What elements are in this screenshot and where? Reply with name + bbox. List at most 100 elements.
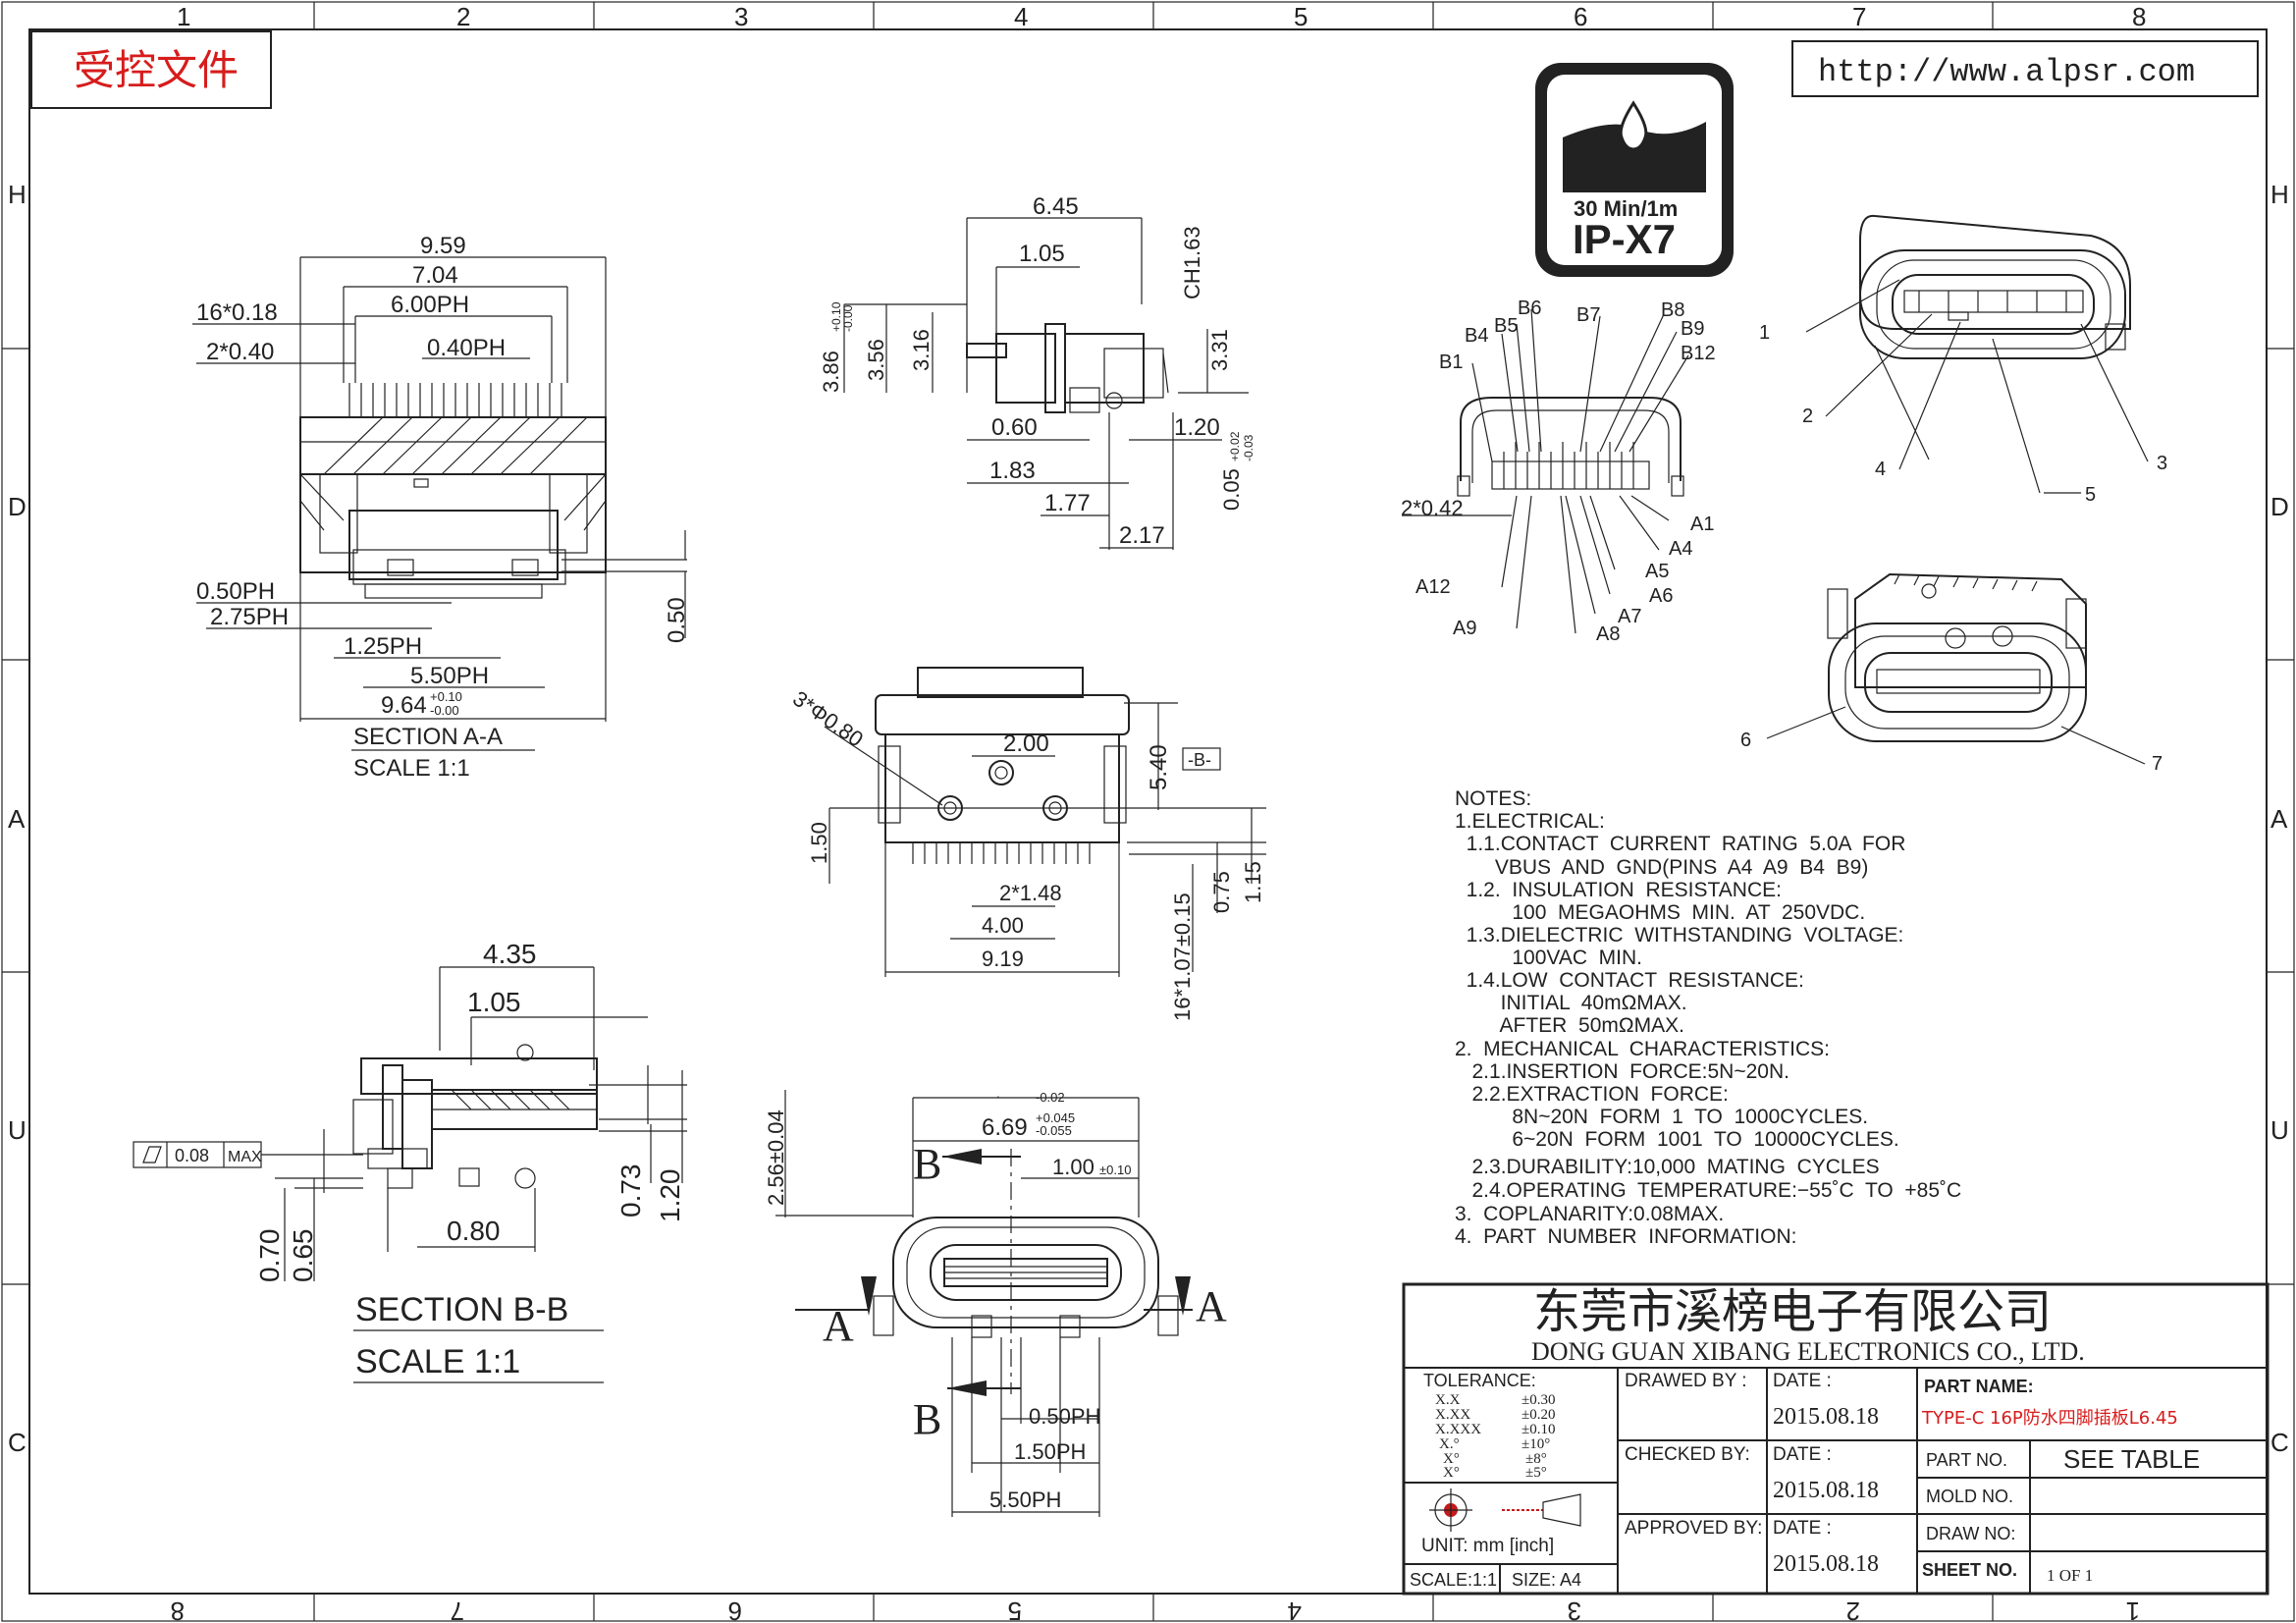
note-line: 1.4.LOW CONTACT RESISTANCE: xyxy=(1455,969,1804,992)
dim-3-56: 3.56 xyxy=(864,339,888,381)
pin-b1: B1 xyxy=(1439,352,1463,373)
flatness-value: 0.08 xyxy=(175,1146,209,1165)
tol-key: X° xyxy=(1443,1465,1460,1481)
pin-b8: B8 xyxy=(1661,299,1684,321)
tol-key: X.X xyxy=(1435,1392,1461,1408)
dim-7-04: 7.04 xyxy=(412,262,458,289)
tol-key: X.XX xyxy=(1435,1407,1470,1423)
dim-2x0-40: 2*0.40 xyxy=(206,339,274,365)
row-label: A xyxy=(8,804,26,834)
front-top-dot: . xyxy=(996,1086,1000,1101)
dim-1-05b: 1.05 xyxy=(467,987,521,1017)
dim-1-20b: 1.20 xyxy=(655,1169,685,1223)
dim-4-35: 4.35 xyxy=(483,939,537,969)
pin-a9: A9 xyxy=(1453,618,1476,639)
callout-5: 5 xyxy=(2085,484,2096,506)
approved-by-label: APPROVED BY: xyxy=(1625,1518,1762,1539)
dim-1-15: 1.15 xyxy=(1241,861,1265,903)
part-no-label: PART NO. xyxy=(1926,1450,2007,1470)
tol-val: ±8° xyxy=(1525,1451,1547,1467)
ipx7-depth: 30 Min/1m xyxy=(1574,196,1678,221)
note-line: 3. COPLANARITY:0.08MAX. xyxy=(1455,1203,1724,1225)
inner-border xyxy=(28,28,2268,1595)
row-label: C xyxy=(8,1428,27,1457)
note-line: 2.1.INSERTION FORCE:5N~20N. xyxy=(1455,1060,1789,1083)
note-line: 100VAC MIN. xyxy=(1455,947,1642,969)
col-label: 1 xyxy=(177,2,190,31)
dim-0-05-tol-up: +0.02 xyxy=(1228,431,1242,461)
zone-labels-top: 1 2 3 4 5 6 7 8 xyxy=(177,2,2146,31)
dim-1-50ph-front: 1.50PH xyxy=(1014,1439,1086,1464)
tol-val: ±0.30 xyxy=(1522,1392,1555,1408)
dim-3xphi0-80: 3*Φ0.80 xyxy=(788,686,868,752)
col-label: 4 xyxy=(1014,2,1028,31)
dim-1-00: 1.00 xyxy=(1052,1155,1095,1179)
pin-b9: B9 xyxy=(1681,318,1704,340)
pin-b6: B6 xyxy=(1518,298,1541,319)
company-name-cn: 东莞市溪榜电子有限公司 xyxy=(1533,1286,2052,1338)
note-line: AFTER 50mΩMAX. xyxy=(1455,1014,1684,1037)
iso-view-back xyxy=(1766,572,2146,765)
dim-3-86: 3.86 xyxy=(819,351,843,393)
col-label: 2 xyxy=(1846,1596,1860,1623)
dim-1-77: 1.77 xyxy=(1044,490,1091,516)
iso-view-front xyxy=(1805,214,2149,494)
drawed-by-label: DRAWED BY : xyxy=(1625,1371,1747,1391)
tol-val: ±5° xyxy=(1525,1465,1547,1481)
tol-val: ±10° xyxy=(1522,1436,1550,1452)
note-line: NOTES: xyxy=(1455,787,1531,810)
dim-1-05: 1.05 xyxy=(1019,241,1065,267)
pin-a7: A7 xyxy=(1618,606,1641,627)
side-view: 6.45 1.05 CH1.63 3.86 +0.10 -0.00 3.56 3… xyxy=(819,193,1255,550)
dim-1-00-tol: ±0.10 xyxy=(1099,1163,1131,1177)
dim-5-50ph: 5.50PH xyxy=(410,663,489,689)
dim-6-69-tol-up: +0.045 xyxy=(1036,1110,1075,1125)
tol-val: ±0.10 xyxy=(1522,1422,1555,1437)
callout-4: 4 xyxy=(1875,459,1886,480)
checked-by-label: CHECKED BY: xyxy=(1625,1444,1750,1465)
front-top-tol: -0.02 xyxy=(1036,1090,1065,1105)
pin-a4: A4 xyxy=(1669,538,1692,560)
dim-16x1-07: 16*1.07±0.15 xyxy=(1170,893,1195,1021)
flatness-max: MAX xyxy=(228,1149,262,1165)
row-label: C xyxy=(2270,1428,2289,1457)
col-label: 7 xyxy=(451,1596,464,1623)
note-line: 1.2. INSULATION RESISTANCE: xyxy=(1455,879,1782,901)
pin-b7: B7 xyxy=(1576,304,1600,326)
tol-val: ±0.20 xyxy=(1522,1407,1555,1423)
date-checked: 2015.08.18 xyxy=(1773,1478,1879,1503)
note-line: INITIAL 40mΩMAX. xyxy=(1455,992,1687,1014)
dim-9-19: 9.19 xyxy=(982,947,1024,971)
dim-0-60: 0.60 xyxy=(991,414,1038,441)
tolerance-label: TOLERANCE: xyxy=(1423,1371,1536,1390)
dim-3-86-tol-dn: -0.00 xyxy=(841,304,855,332)
dim-0-75: 0.75 xyxy=(1209,871,1234,913)
pin-a8: A8 xyxy=(1596,623,1620,645)
dim-2-56: 2.56±0.04 xyxy=(764,1109,788,1206)
dim-0-70: 0.70 xyxy=(254,1229,285,1283)
note-line: VBUS AND GND(PINS A4 A9 B4 B9) xyxy=(1455,856,1868,879)
notes-block: NOTES: 1.ELECTRICAL: 1.1.CONTACT CURRENT… xyxy=(1455,787,1961,1248)
row-label: A xyxy=(2270,804,2288,834)
dim-0-05-tol-dn: -0.03 xyxy=(1242,434,1255,461)
part-name-label: PART NAME: xyxy=(1924,1377,2034,1396)
section-aa-title: SECTION A-A xyxy=(353,724,503,750)
row-label: H xyxy=(2270,180,2289,209)
callout-6: 6 xyxy=(1740,730,1751,751)
date-label: DATE : xyxy=(1773,1371,1832,1391)
section-b-marker-bottom: B xyxy=(913,1395,941,1443)
row-label: H xyxy=(8,180,27,209)
callout-2: 2 xyxy=(1802,406,1813,427)
datum-b: -B- xyxy=(1188,750,1211,770)
bottom-view: 3*Φ0.80 2.00 5.40 -B- 1.50 1.15 0.75 16*… xyxy=(788,667,1266,1021)
dim-5-50ph-front: 5.50PH xyxy=(989,1488,1061,1512)
col-label: 1 xyxy=(2126,1596,2140,1623)
dim-9-59: 9.59 xyxy=(420,233,466,259)
tol-key: X.XXX xyxy=(1435,1422,1481,1437)
draw-no-label: DRAW NO: xyxy=(1926,1524,2015,1543)
dim-3-86-tol-up: +0.10 xyxy=(829,301,843,332)
ipx7-rating: IP-X7 xyxy=(1573,216,1676,262)
callout-3: 3 xyxy=(2157,453,2167,474)
